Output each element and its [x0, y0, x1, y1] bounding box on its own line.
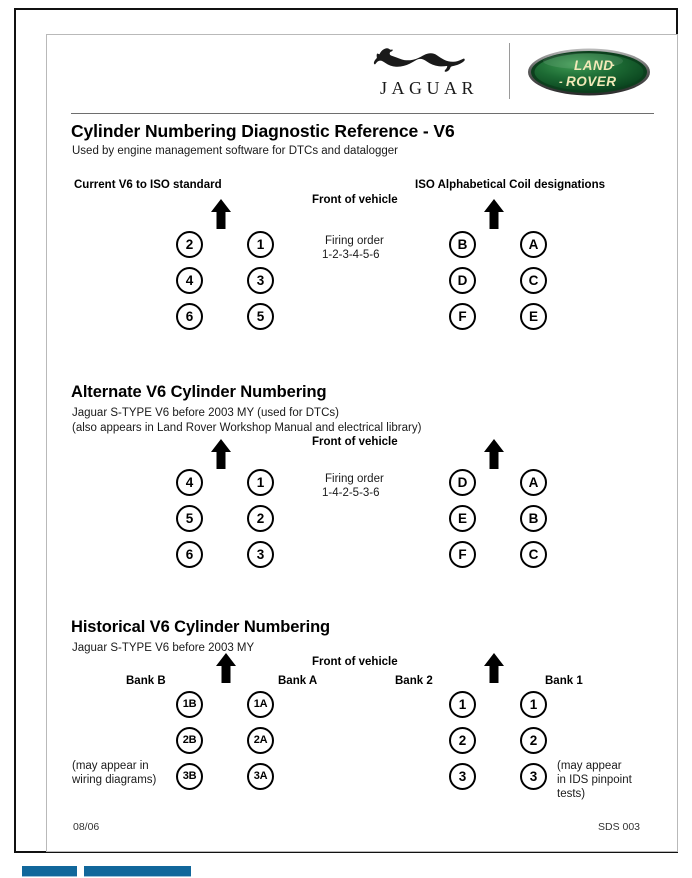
front-direction-arrow-icon: [210, 199, 232, 229]
land-rover-oval-icon: LAND - - ROVER: [528, 48, 650, 96]
section3-left-note-line2: wiring diagrams): [72, 774, 157, 786]
cylinder-marker: 3A: [247, 763, 274, 790]
jaguar-logo: JAGUAR: [357, 41, 497, 107]
cylinder-marker: 2: [520, 727, 547, 754]
bank-1-label: Bank 1: [545, 675, 583, 687]
cylinder-marker: 3: [520, 763, 547, 790]
header-divider-rule: [71, 113, 654, 114]
coil-marker: E: [449, 505, 476, 532]
section1-front-of-vehicle-label: Front of vehicle: [312, 194, 398, 206]
cylinder-marker: 1: [449, 691, 476, 718]
section3-title: Historical V6 Cylinder Numbering: [71, 618, 331, 636]
jaguar-leaper-icon: [373, 48, 465, 72]
section3-right-note-line1: (may appear: [557, 760, 622, 772]
coil-marker: F: [449, 541, 476, 568]
cylinder-marker: 2: [176, 231, 203, 258]
taskbar-chip-2[interactable]: [84, 866, 191, 877]
cylinder-marker: 3B: [176, 763, 203, 790]
cylinder-marker: 4: [176, 469, 203, 496]
coil-marker: C: [520, 541, 547, 568]
footer-doc-code: SDS 003: [598, 821, 641, 833]
window-frame: JAGUAR: [14, 8, 678, 853]
cylinder-marker: 1: [520, 691, 547, 718]
cylinder-marker: 1A: [247, 691, 274, 718]
section1-left-heading: Current V6 to ISO standard: [74, 179, 222, 191]
page-title: Cylinder Numbering Diagnostic Reference …: [71, 121, 455, 141]
front-direction-arrow-icon: [215, 653, 237, 683]
cylinder-marker: 2: [247, 505, 274, 532]
brand-logo-bar: JAGUAR: [47, 35, 679, 107]
cylinder-marker: 3: [247, 267, 274, 294]
coil-marker: D: [449, 267, 476, 294]
front-direction-arrow-icon: [210, 439, 232, 469]
cylinder-marker: 6: [176, 303, 203, 330]
document-page: JAGUAR: [46, 34, 678, 852]
section2-front-of-vehicle-label: Front of vehicle: [312, 436, 398, 448]
coil-marker: B: [449, 231, 476, 258]
section3-right-note-line2: in IDS pinpoint: [557, 774, 632, 786]
svg-text:-: -: [611, 59, 615, 71]
cylinder-marker: 1B: [176, 691, 203, 718]
cylinder-marker: 4: [176, 267, 203, 294]
jaguar-wordmark: JAGUAR: [379, 78, 478, 98]
cylinder-marker: 2: [449, 727, 476, 754]
bank-a-label: Bank A: [278, 675, 318, 687]
coil-marker: B: [520, 505, 547, 532]
land-rover-logo: LAND - - ROVER: [527, 47, 651, 97]
coil-marker: A: [520, 231, 547, 258]
section3-subtitle-1: Jaguar S-TYPE V6 before 2003 MY: [72, 642, 255, 654]
coil-marker: F: [449, 303, 476, 330]
front-direction-arrow-icon: [483, 199, 505, 229]
front-direction-arrow-icon: [483, 439, 505, 469]
page-subtitle: Used by engine management software for D…: [72, 145, 399, 157]
coil-marker: E: [520, 303, 547, 330]
section1-firing-order-value: 1-2-3-4-5-6: [322, 249, 380, 261]
cylinder-marker: 2A: [247, 727, 274, 754]
section2-firing-order-label: Firing order: [325, 473, 384, 485]
section3-left-note-line1: (may appear in: [72, 760, 149, 772]
cylinder-marker: 5: [176, 505, 203, 532]
cylinder-marker: 1: [247, 231, 274, 258]
section1-firing-order-label: Firing order: [325, 235, 384, 247]
section2-subtitle-2: (also appears in Land Rover Workshop Man…: [72, 422, 422, 434]
logo-divider: [509, 43, 510, 99]
section2-title: Alternate V6 Cylinder Numbering: [71, 383, 327, 401]
section3-front-of-vehicle-label: Front of vehicle: [312, 656, 398, 668]
section3-right-note-line3: tests): [557, 788, 586, 800]
coil-marker: A: [520, 469, 547, 496]
svg-text:ROVER: ROVER: [566, 74, 617, 89]
coil-marker: C: [520, 267, 547, 294]
cylinder-marker: 3: [449, 763, 476, 790]
front-direction-arrow-icon: [483, 653, 505, 683]
footer-date-code: 08/06: [73, 821, 100, 833]
cylinder-marker: 3: [247, 541, 274, 568]
cylinder-marker: 5: [247, 303, 274, 330]
bank-b-label: Bank B: [126, 675, 166, 687]
section2-firing-order-value: 1-4-2-5-3-6: [322, 487, 380, 499]
cylinder-marker: 2B: [176, 727, 203, 754]
cylinder-marker: 1: [247, 469, 274, 496]
bank-2-label: Bank 2: [395, 675, 433, 687]
coil-marker: D: [449, 469, 476, 496]
cylinder-marker: 6: [176, 541, 203, 568]
svg-text:LAND: LAND: [574, 58, 614, 73]
taskbar: [0, 866, 692, 878]
svg-text:-: -: [559, 76, 563, 88]
section2-subtitle-1: Jaguar S-TYPE V6 before 2003 MY (used fo…: [72, 407, 339, 419]
taskbar-chip-1[interactable]: [22, 866, 77, 877]
section1-right-heading: ISO Alphabetical Coil designations: [415, 179, 605, 191]
